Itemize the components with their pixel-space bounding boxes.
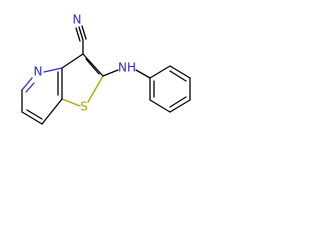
bond-n4-c5-double: [25, 82, 35, 93]
bond-nh-phenyl: [135, 69, 151, 79]
bond-ph-3: [169, 99, 191, 113]
bond-nitrile-triple-b: [81, 25, 87, 40]
chemical-structure-diagram: N NH N S: [21, 13, 191, 125]
bond-s-c7a: [61, 98, 81, 107]
atom-label-amine-nh: NH: [118, 61, 136, 75]
bond-ph-6: [149, 65, 171, 79]
bond-ph-5-double: [169, 70, 187, 82]
atom-label-pyridine-n: N: [34, 65, 43, 79]
bond-c7-c7a: [41, 98, 63, 125]
bond-ph-2: [149, 99, 171, 113]
bond-c3a-c3: [61, 53, 84, 69]
bond-c3-c2-double: [85, 58, 100, 75]
bond-ph-5: [169, 65, 191, 79]
bond-c2-s: [87, 75, 104, 103]
bond-c2-nh: [102, 69, 119, 77]
bond-n4-c5: [21, 77, 33, 91]
bond-c3-c2: [82, 53, 104, 77]
bond-layer: [21, 25, 191, 125]
bond-c3a-n4: [43, 67, 63, 73]
bond-ph-3-double: [169, 96, 187, 108]
atom-label-nitrile-n: N: [73, 13, 82, 27]
atom-label-layer: N NH N S: [34, 13, 136, 114]
bond-nitrile-triple-c: [75, 27, 81, 42]
bond-nitrile-triple-a: [78, 26, 84, 41]
bond-c6-c7: [21, 111, 43, 125]
atom-label-thiophene-s: S: [80, 100, 88, 114]
bond-c6-c7-double: [26, 109, 43, 120]
